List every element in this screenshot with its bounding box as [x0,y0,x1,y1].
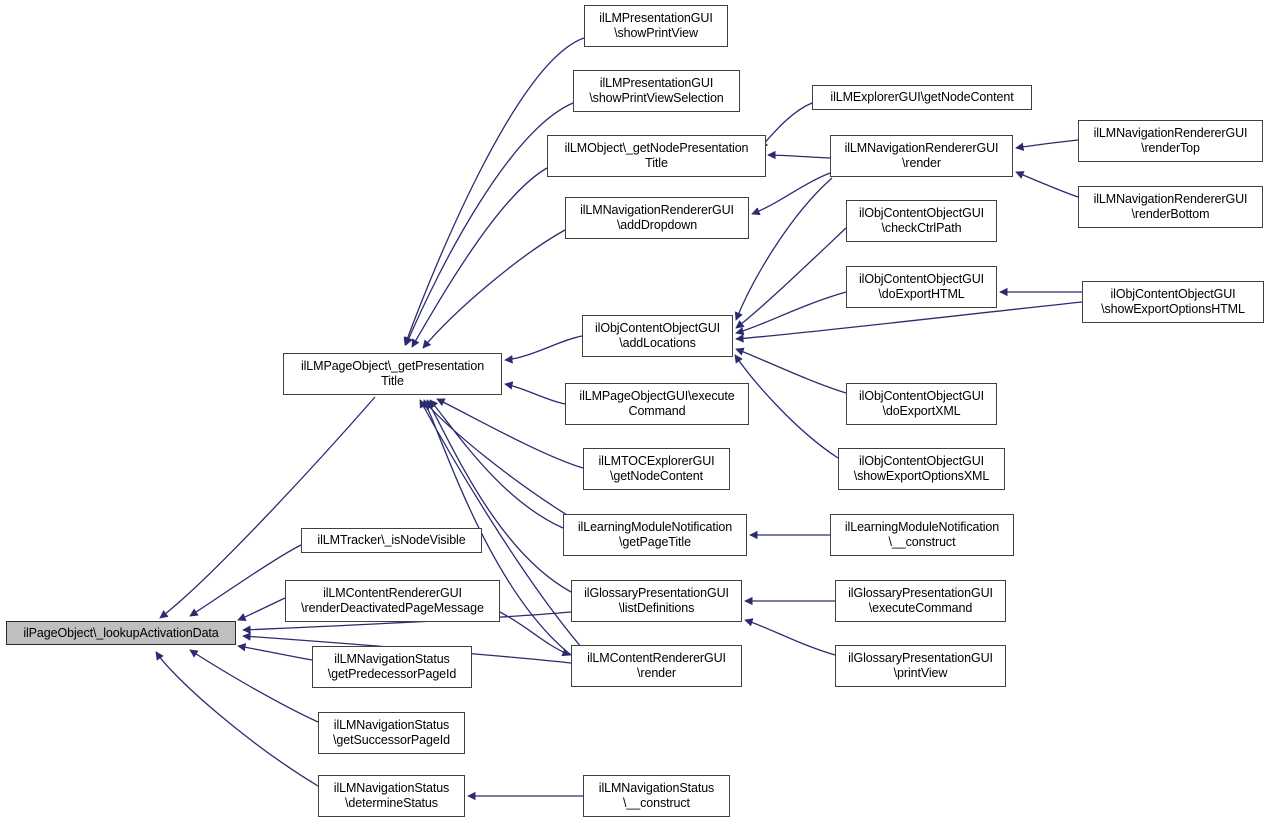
graph-node-label: ilLMNavigationStatus \determineStatus [333,781,450,810]
graph-node[interactable]: ilLMPresentationGUI \showPrintViewSelect… [573,70,740,112]
graph-node-label: ilLMNavigationRendererGUI \renderTop [1093,126,1248,155]
call-edge [1015,139,1079,151]
graph-node[interactable]: ilLMNavigationRendererGUI \renderTop [1078,120,1263,162]
call-edge [242,611,572,634]
graph-node[interactable]: ilObjContentObjectGUI \checkCtrlPath [846,200,997,242]
call-edge [237,597,286,621]
graph-node[interactable]: ilLMNavigationStatus \determineStatus [318,775,465,817]
call-edge [767,150,831,160]
graph-node-label: ilGlossaryPresentationGUI \printView [848,651,993,680]
call-edge [735,227,847,329]
call-edge [735,291,847,336]
call-edge [759,102,813,149]
graph-node[interactable]: ilGlossaryPresentationGUI \listDefinitio… [571,580,742,622]
call-edge [189,544,302,617]
graph-node-label: ilLMTOCExplorerGUI \getNodeContent [598,454,715,483]
graph-node-label: ilObjContentObjectGUI \doExportXML [858,389,985,418]
graph-node[interactable]: ilLMNavigationRendererGUI \renderBottom [1078,186,1263,228]
graph-node-label: ilLMPresentationGUI \showPrintViewSelect… [589,76,724,105]
call-edge [436,398,584,469]
graph-node-label: ilLearningModuleNotification \getPageTit… [577,520,733,549]
graph-node[interactable]: ilLMNavigationRendererGUI \addDropdown [565,197,749,239]
call-edge [155,651,319,787]
graph-node-label: ilLMNavigationStatus \getSuccessorPageId [333,718,450,747]
call-edge [429,399,564,529]
call-edge [1015,171,1079,198]
graph-node[interactable]: ilLMPageObject\_getPresentation Title [283,353,502,395]
call-edge [426,399,572,593]
graph-node[interactable]: ilLMNavigationRendererGUI \render [830,135,1013,177]
graph-node[interactable]: ilObjContentObjectGUI \showExportOptions… [1082,281,1264,323]
call-edge [504,335,583,364]
graph-node[interactable]: ilLearningModuleNotification \getPageTit… [563,514,747,556]
graph-node-label: ilGlossaryPresentationGUI \listDefinitio… [584,586,729,615]
graph-node-label: ilLMTracker\_isNodeVisible [317,533,466,547]
graph-node[interactable]: ilLMPresentationGUI \showPrintView [584,5,728,47]
graph-node[interactable]: ilLMContentRendererGUI \render [571,645,742,687]
graph-node[interactable]: ilLMTOCExplorerGUI \getNodeContent [583,448,730,490]
graph-node-label: ilLMNavigationStatus \__construct [598,781,715,810]
graph-node[interactable]: ilObjContentObjectGUI \showExportOptions… [838,448,1005,490]
call-edge [735,301,1083,343]
call-edge [403,37,585,346]
graph-node-label: ilLMExplorerGUI\getNodeContent [830,90,1014,104]
graph-node-focus[interactable]: ilPageObject\_lookupActivationData [6,621,236,645]
graph-node-label: ilObjContentObjectGUI \showExportOptions… [1101,287,1245,316]
call-edge [423,399,572,656]
graph-node-label: ilLMNavigationRendererGUI \render [844,141,999,170]
call-edge [422,229,566,349]
graph-node[interactable]: ilObjContentObjectGUI \addLocations [582,315,733,357]
graph-node-label: ilPageObject\_lookupActivationData [23,625,219,640]
graph-node-label: ilLMNavigationRendererGUI \renderBottom [1093,192,1248,221]
graph-node[interactable]: ilLMObject\_getNodePresentation Title [547,135,766,177]
graph-node-label: ilGlossaryPresentationGUI \executeComman… [848,586,993,615]
call-edge [411,167,548,348]
call-edge [735,347,847,394]
graph-node[interactable]: ilLearningModuleNotification \__construc… [830,514,1014,556]
call-edge [734,354,839,459]
graph-node[interactable]: ilObjContentObjectGUI \doExportXML [846,383,997,425]
call-edge [751,172,831,216]
graph-node[interactable]: ilObjContentObjectGUI \doExportHTML [846,266,997,308]
graph-node[interactable]: ilGlossaryPresentationGUI \executeComman… [835,580,1006,622]
graph-node[interactable]: ilLMNavigationStatus \getSuccessorPageId [318,712,465,754]
graph-node-label: ilLMObject\_getNodePresentation Title [564,141,749,170]
call-edge [504,381,566,405]
graph-node[interactable]: ilLMContentRendererGUI \renderDeactivate… [285,580,500,622]
graph-node-label: ilLMPresentationGUI \showPrintView [599,11,713,40]
call-edge [419,399,583,649]
graph-node[interactable]: ilLMPageObjectGUI\execute Command [565,383,749,425]
graph-node-label: ilLMPageObject\_getPresentation Title [300,359,485,388]
graph-node[interactable]: ilGlossaryPresentationGUI \printView [835,645,1006,687]
graph-node-label: ilLMContentRendererGUI \renderDeactivate… [301,586,484,615]
graph-node-label: ilObjContentObjectGUI \checkCtrlPath [858,206,985,235]
graph-node-label: ilLMContentRendererGUI \render [587,651,726,680]
call-edge [734,177,833,321]
call-edge [237,643,313,661]
graph-node-label: ilLMNavigationRendererGUI \addDropdown [580,203,734,232]
call-edge [499,611,571,657]
graph-node-label: ilObjContentObjectGUI \showExportOptions… [853,454,990,483]
call-edge [405,102,574,346]
graph-node-label: ilLearningModuleNotification \__construc… [844,520,1000,549]
graph-node-label: ilObjContentObjectGUI \addLocations [594,321,721,350]
graph-node[interactable]: ilLMExplorerGUI\getNodeContent [812,85,1032,110]
graph-node-label: ilLMNavigationStatus \getPredecessorPage… [327,652,457,681]
call-edge [159,396,376,619]
call-edge [424,401,576,521]
graph-node[interactable]: ilLMTracker\_isNodeVisible [301,528,482,553]
graph-node-label: ilObjContentObjectGUI \doExportHTML [858,272,985,301]
graph-node[interactable]: ilLMNavigationStatus \getPredecessorPage… [312,646,472,688]
graph-node-label: ilLMPageObjectGUI\execute Command [579,389,735,418]
graph-node[interactable]: ilLMNavigationStatus \__construct [583,775,730,817]
call-edge [189,649,319,723]
call-edge [744,618,836,656]
